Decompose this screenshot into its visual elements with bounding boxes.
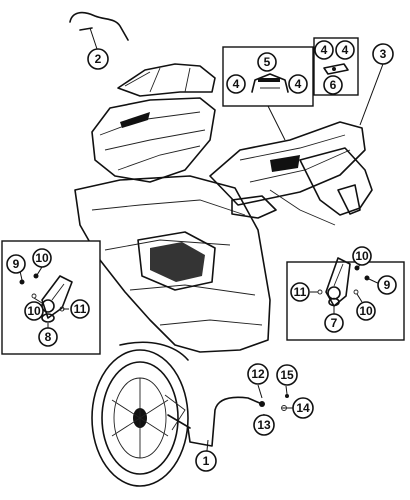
callout-4-right: 4 bbox=[288, 74, 308, 94]
callout-label-6: 6 bbox=[330, 78, 337, 92]
callout-label-4-clip-left: 4 bbox=[321, 43, 328, 57]
callout-7: 7 bbox=[324, 313, 344, 333]
callout-label-8: 8 bbox=[45, 330, 52, 344]
callout-10-left-top: 10 bbox=[32, 248, 52, 268]
washer-14-part bbox=[281, 405, 287, 411]
callout-label-10-right-top: 10 bbox=[355, 249, 369, 263]
callout-label-2: 2 bbox=[95, 52, 102, 66]
callout-label-9-left: 9 bbox=[13, 257, 20, 271]
callout-label-1: 1 bbox=[203, 454, 210, 468]
callout-13: 13 bbox=[253, 414, 275, 436]
fitting-12-part bbox=[259, 401, 265, 407]
callout-11-left: 11 bbox=[70, 299, 90, 319]
screw-15-part bbox=[285, 394, 289, 398]
scooter-illustration bbox=[74, 63, 373, 353]
callout-label-4-left: 4 bbox=[233, 77, 240, 91]
callout-10-left-bottom: 10 bbox=[24, 301, 44, 321]
callout-11-right: 11 bbox=[290, 282, 310, 302]
callout-label-3: 3 bbox=[380, 47, 387, 61]
callout-2: 2 bbox=[87, 48, 109, 70]
right-bracket-inset bbox=[286, 257, 405, 341]
callout-label-10-left-top: 10 bbox=[35, 251, 49, 265]
callout-label-10-right-bottom: 10 bbox=[359, 304, 373, 318]
callout-label-10-left-bottom: 10 bbox=[27, 304, 41, 318]
callout-8: 8 bbox=[38, 327, 58, 347]
callout-10-right-top: 10 bbox=[352, 246, 372, 266]
callout-12: 12 bbox=[247, 363, 269, 385]
callout-1: 1 bbox=[195, 450, 217, 472]
callout-label-4-right: 4 bbox=[295, 77, 302, 91]
callout-4-clip-left: 4 bbox=[314, 40, 334, 60]
callout-label-13: 13 bbox=[257, 418, 271, 432]
callout-4-clip-right: 4 bbox=[335, 40, 355, 60]
callout-label-12: 12 bbox=[251, 367, 265, 381]
callout-label-14: 14 bbox=[296, 401, 310, 415]
callout-label-7: 7 bbox=[331, 316, 338, 330]
callout-label-11-left: 11 bbox=[74, 302, 87, 316]
callout-3: 3 bbox=[372, 43, 394, 65]
callout-9-left: 9 bbox=[6, 254, 26, 274]
callout-label-11-right: 11 bbox=[294, 285, 307, 299]
callout-5: 5 bbox=[257, 52, 277, 72]
callout-6: 6 bbox=[323, 75, 343, 95]
callout-10-right-bottom: 10 bbox=[356, 301, 376, 321]
front-wheel bbox=[91, 341, 189, 487]
callout-label-15: 15 bbox=[280, 368, 294, 382]
callout-label-5: 5 bbox=[264, 55, 271, 69]
callout-4-left: 4 bbox=[226, 74, 246, 94]
callout-9-right: 9 bbox=[377, 275, 397, 295]
callout-label-9-right: 9 bbox=[384, 278, 391, 292]
callout-label-4-clip-right: 4 bbox=[342, 43, 349, 57]
callout-15: 15 bbox=[276, 364, 298, 386]
callout-14: 14 bbox=[292, 397, 314, 419]
brake-line-part bbox=[187, 396, 263, 447]
wire-harness-part bbox=[69, 11, 129, 41]
leader-lines bbox=[89, 27, 384, 462]
